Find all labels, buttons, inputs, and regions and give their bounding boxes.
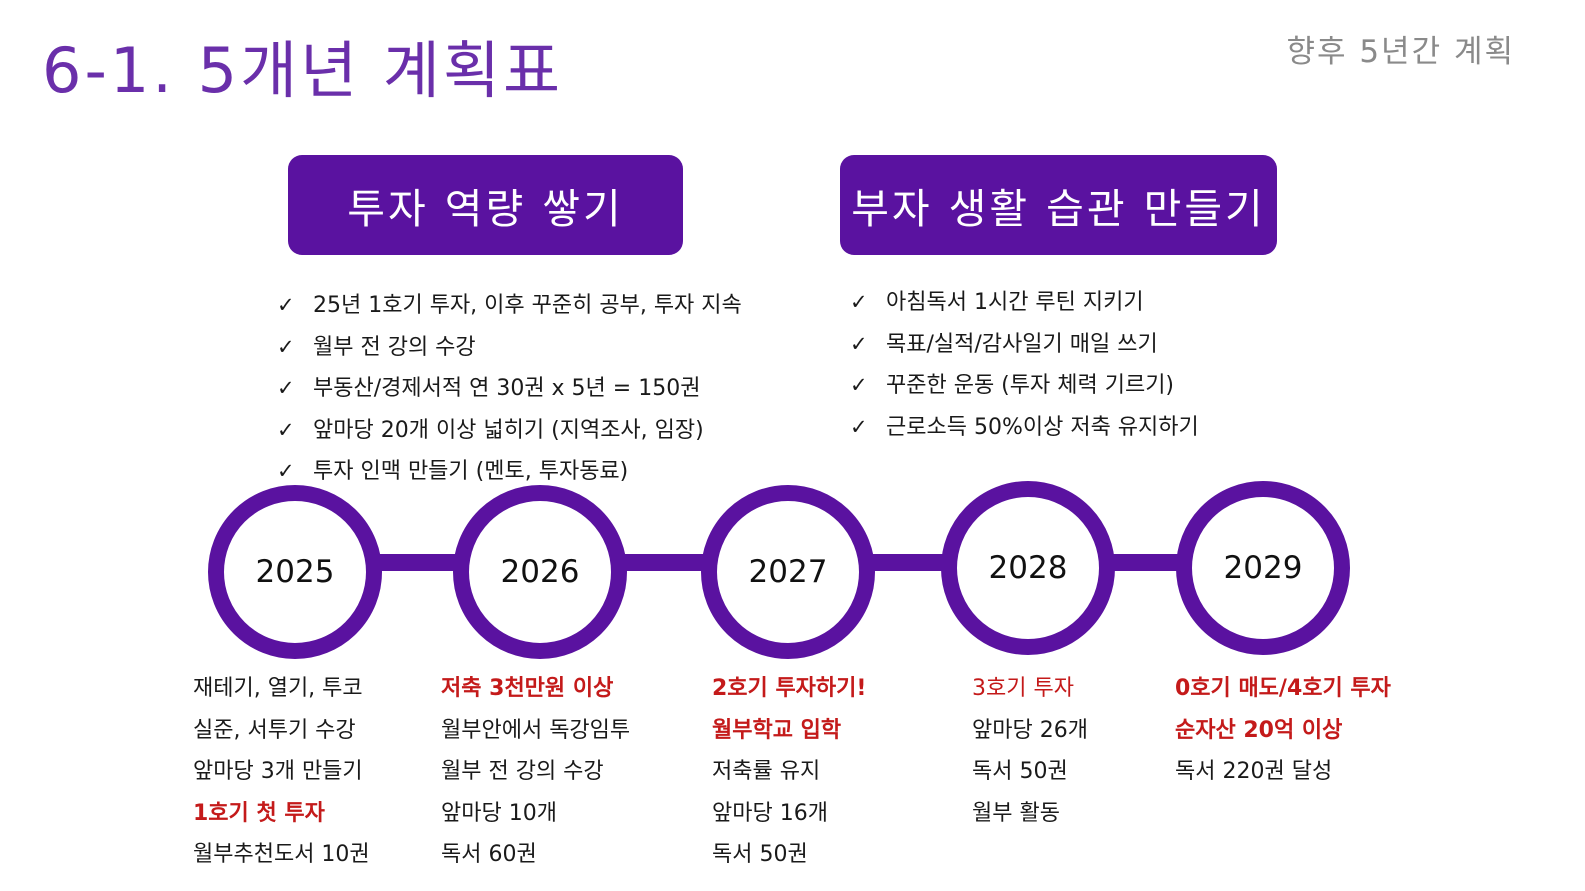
checklist-item: ✓ 부동산/경제서적 연 30권 x 5년 = 150권 [277, 368, 742, 410]
detail-line: 월부 전 강의 수강 [441, 759, 604, 784]
checklist-item: ✓ 꾸준한 운동 (투자 체력 기르기) [850, 365, 1199, 407]
detail-line: 독서 50권 [712, 842, 808, 867]
year-circle-2026: 2026 [453, 485, 627, 659]
detail-line: 앞마당 10개 [441, 800, 557, 826]
detail-line: 앞마당 26개 [972, 717, 1088, 743]
detail-line: 2호기 투자하기! [712, 676, 867, 701]
checklist-item-text: 투자 인맥 만들기 (멘토, 투자동료) [313, 459, 629, 484]
check-icon: ✓ [277, 376, 295, 400]
year-circle-2027: 2027 [701, 485, 875, 659]
detail-line: 재테기, 열기, 투코 [193, 676, 363, 701]
detail-line: 순자산 20억 이상 [1175, 717, 1343, 743]
detail-line: 독서 60권 [441, 842, 537, 867]
check-icon: ✓ [850, 373, 868, 397]
checklist-item-text: 부동산/경제서적 연 30권 x 5년 = 150권 [313, 376, 701, 401]
detail-line: 독서 220권 달성 [1175, 759, 1333, 784]
detail-line: 월부안에서 독강임투 [441, 717, 631, 743]
detail-line: 실준, 서투기 수강 [193, 717, 356, 743]
checklist-item: ✓ 투자 인맥 만들기 (멘토, 투자동료) [277, 451, 742, 493]
detail-line: 앞마당 3개 만들기 [193, 759, 363, 784]
goal-label: 투자 역량 쌓기 [347, 185, 624, 233]
detail-line: 3호기 투자 [972, 676, 1074, 701]
checklist-item: ✓ 앞마당 20개 이상 넓히기 (지역조사, 임장) [277, 410, 742, 452]
goal-box-wealth-habits: 부자 생활 습관 만들기 [840, 155, 1277, 255]
check-icon: ✓ [850, 290, 868, 314]
checklist-item-text: 목표/실적/감사일기 매일 쓰기 [886, 331, 1158, 357]
year-details-2025: 재테기, 열기, 투코 실준, 서투기 수강 앞마당 3개 만들기 1호기 첫 … [193, 668, 370, 876]
year-details-2027: 2호기 투자하기! 월부학교 입학 저축률 유지 앞마당 16개 독서 50권 [712, 668, 866, 876]
checklist-item: ✓ 25년 1호기 투자, 이후 꾸준히 공부, 투자 지속 [277, 285, 742, 327]
detail-line: 저축률 유지 [712, 759, 821, 784]
detail-line: 1호기 첫 투자 [193, 800, 325, 826]
checklist-item: ✓ 목표/실적/감사일기 매일 쓰기 [850, 324, 1199, 366]
checklist-item-text: 근로소득 50%이상 저축 유지하기 [886, 414, 1199, 440]
year-circle-2025: 2025 [208, 485, 382, 659]
check-icon: ✓ [277, 417, 295, 442]
checklist-item-text: 25년 1호기 투자, 이후 꾸준히 공부, 투자 지속 [313, 293, 742, 318]
year-label: 2027 [748, 554, 828, 590]
detail-line: 월부학교 입학 [712, 717, 842, 743]
year-details-2028: 3호기 투자 앞마당 26개 독서 50권 월부 활동 [972, 668, 1088, 834]
checklist-item-text: 월부 전 강의 수강 [313, 334, 476, 360]
checklist-item-text: 아침독서 1시간 루틴 지키기 [886, 290, 1144, 315]
page-subtitle: 향후 5년간 계획 [1286, 34, 1515, 70]
check-icon: ✓ [277, 293, 295, 317]
detail-line: 독서 50권 [972, 759, 1068, 784]
year-label: 2025 [255, 554, 335, 590]
year-circle-2028: 2028 [941, 481, 1115, 655]
check-icon: ✓ [277, 334, 295, 359]
detail-line: 저축 3천만원 이상 [441, 676, 614, 701]
detail-line: 월부추천도서 10권 [193, 842, 370, 867]
detail-line: 앞마당 16개 [712, 800, 828, 826]
goal-label: 부자 생활 습관 만들기 [851, 185, 1266, 233]
goal-box-investment-capability: 투자 역량 쌓기 [288, 155, 683, 255]
check-icon: ✓ [850, 414, 868, 439]
year-label: 2026 [500, 554, 580, 590]
checklist-investment-capability: ✓ 25년 1호기 투자, 이후 꾸준히 공부, 투자 지속 ✓ 월부 전 강의 수… [277, 285, 742, 493]
detail-line: 월부 활동 [972, 800, 1060, 826]
checklist-item: ✓ 월부 전 강의 수강 [277, 327, 742, 369]
checklist-item-text: 꾸준한 운동 (투자 체력 기르기) [886, 373, 1175, 398]
page-title: 6-1. 5개년 계획표 [42, 34, 564, 107]
checklist-item-text: 앞마당 20개 이상 넓히기 (지역조사, 임장) [313, 417, 704, 443]
checklist-item: ✓ 근로소득 50%이상 저축 유지하기 [850, 407, 1199, 449]
year-label: 2028 [988, 550, 1068, 586]
check-icon: ✓ [277, 459, 295, 483]
check-icon: ✓ [850, 331, 868, 356]
year-label: 2029 [1223, 550, 1303, 586]
year-circle-2029: 2029 [1176, 481, 1350, 655]
checklist-item: ✓ 아침독서 1시간 루틴 지키기 [850, 282, 1199, 324]
detail-line: 0호기 매도/4호기 투자 [1175, 676, 1391, 701]
checklist-wealth-habits: ✓ 아침독서 1시간 루틴 지키기 ✓ 목표/실적/감사일기 매일 쓰기 ✓ 꾸준한 … [850, 282, 1199, 448]
year-details-2026: 저축 3천만원 이상 월부안에서 독강임투 월부 전 강의 수강 앞마당 10개… [441, 668, 630, 876]
year-details-2029: 0호기 매도/4호기 투자 순자산 20억 이상 독서 220권 달성 [1175, 668, 1391, 793]
